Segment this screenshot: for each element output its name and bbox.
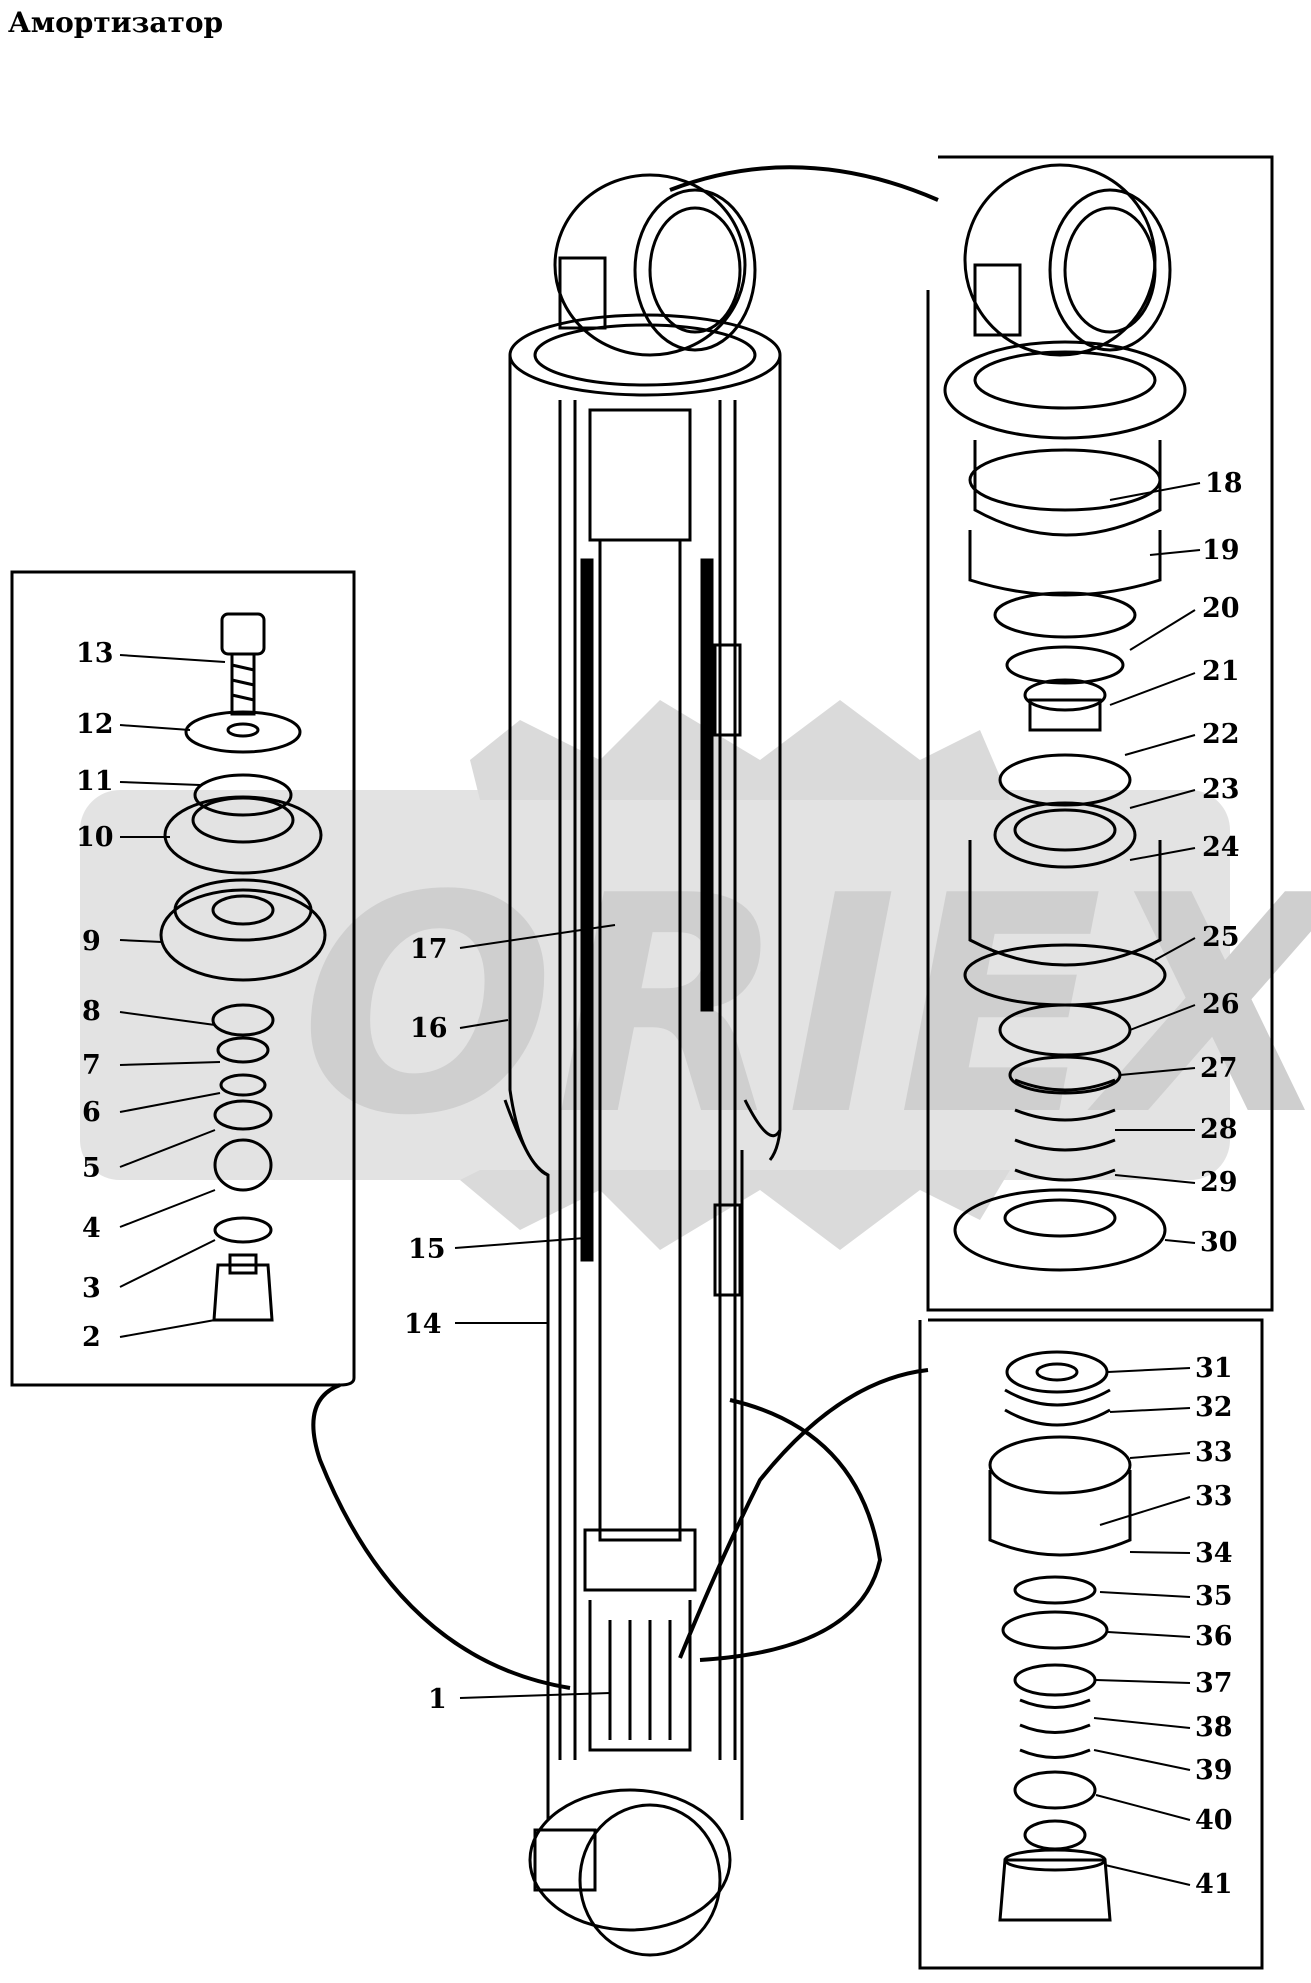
callout-1: 1: [428, 1684, 447, 1715]
callout-38: 38: [1195, 1712, 1233, 1743]
shock-body: [503, 173, 782, 1957]
right-bottom-inset-parts: [988, 1350, 1132, 1922]
left-inset-frame: [10, 570, 356, 1387]
callout-14: 14: [404, 1309, 442, 1340]
left-inset-parts: [159, 612, 327, 1322]
callout-39: 39: [1195, 1755, 1233, 1786]
callout-4: 4: [82, 1213, 101, 1244]
callout-numbers: 13 12 11 10 9 8 7 6 5 4 3 2 17 16 15 14 …: [76, 468, 1243, 1900]
callout-20: 20: [1202, 593, 1240, 624]
connector-left: [311, 1383, 571, 1690]
callout-23: 23: [1202, 774, 1240, 805]
callout-12: 12: [76, 709, 114, 740]
callout-37: 37: [1195, 1668, 1233, 1699]
callout-3: 3: [82, 1273, 101, 1304]
callout-15: 15: [408, 1234, 446, 1265]
callout-6: 6: [82, 1097, 101, 1128]
callout-36: 36: [1195, 1621, 1233, 1652]
callout-8: 8: [82, 996, 101, 1027]
right-top-inset-frame: [926, 155, 1274, 1312]
callout-19: 19: [1202, 535, 1240, 566]
callout-16: 16: [410, 1013, 448, 1044]
connector-right-2: [699, 1398, 883, 1662]
callout-24: 24: [1202, 832, 1240, 863]
callout-32: 32: [1195, 1392, 1233, 1423]
callout-26: 26: [1202, 989, 1240, 1020]
callout-31: 31: [1195, 1353, 1233, 1384]
callout-27: 27: [1200, 1053, 1238, 1084]
right-top-inset-parts: [943, 163, 1187, 1272]
callout-29: 29: [1200, 1167, 1238, 1198]
callout-34: 34: [1195, 1538, 1233, 1569]
right-bottom-inset-frame: [918, 1318, 1264, 1970]
callout-33-b: 33: [1195, 1481, 1233, 1512]
watermark: ORIEX: [80, 700, 1311, 1250]
callout-21: 21: [1202, 656, 1240, 687]
page-title: Амортизатор: [8, 6, 224, 39]
callout-9: 9: [82, 926, 101, 957]
callout-2: 2: [82, 1322, 101, 1353]
callout-22: 22: [1202, 719, 1240, 750]
callout-17: 17: [410, 934, 448, 965]
callout-7: 7: [82, 1050, 101, 1081]
callout-35: 35: [1195, 1581, 1233, 1612]
callout-40: 40: [1195, 1805, 1233, 1836]
connector-top: [669, 165, 939, 202]
callout-13: 13: [76, 638, 114, 669]
watermark-text: ORIEX: [300, 832, 1311, 1181]
callout-41: 41: [1195, 1869, 1233, 1900]
callout-10: 10: [76, 822, 114, 853]
callout-25: 25: [1202, 922, 1240, 953]
callout-5: 5: [82, 1153, 101, 1184]
leader-lines: [119, 482, 1201, 1886]
connector-right: [678, 1368, 929, 1659]
callout-33-a: 33: [1195, 1437, 1233, 1468]
callout-30: 30: [1200, 1227, 1238, 1258]
callout-11: 11: [76, 766, 114, 797]
callout-28: 28: [1200, 1114, 1238, 1145]
callout-18: 18: [1205, 468, 1243, 499]
